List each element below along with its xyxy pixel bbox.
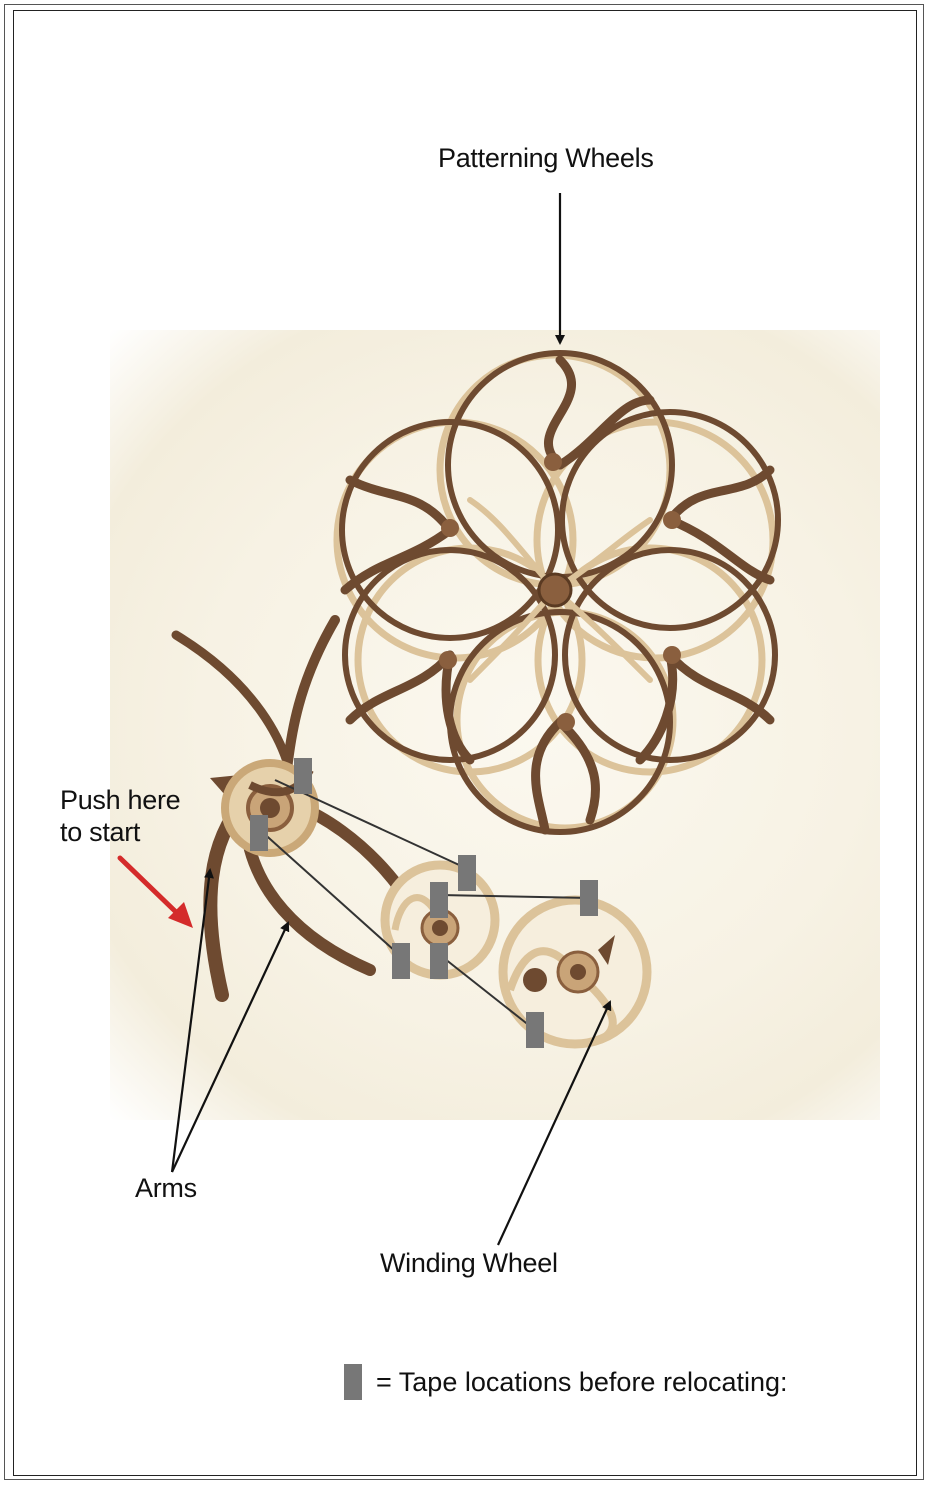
tape-marker (250, 815, 268, 851)
push-here-label: Push here to start (60, 784, 180, 848)
leader-lines (172, 193, 610, 1245)
patterning-wheels (337, 353, 778, 832)
push-arrow (120, 858, 193, 928)
tape-legend: = Tape locations before relocating: (344, 1364, 788, 1400)
tape-marker (580, 880, 598, 916)
tape-marker (526, 1012, 544, 1048)
push-label-line2: to start (60, 816, 180, 848)
tape-marker (294, 758, 312, 794)
tape-swatch-icon (344, 1364, 362, 1400)
patterning-wheels-label: Patterning Wheels (438, 143, 654, 174)
hub (539, 574, 571, 606)
tape-marker (430, 882, 448, 918)
tape-marker (458, 855, 476, 891)
tape-legend-text: = Tape locations before relocating: (376, 1367, 788, 1398)
tape-marker (430, 943, 448, 979)
tape-marker (392, 943, 410, 979)
winding-wheel-label: Winding Wheel (380, 1248, 558, 1279)
arms-pointer-right (172, 923, 288, 1172)
arms-label: Arms (135, 1173, 197, 1204)
push-label-line1: Push here (60, 784, 180, 816)
